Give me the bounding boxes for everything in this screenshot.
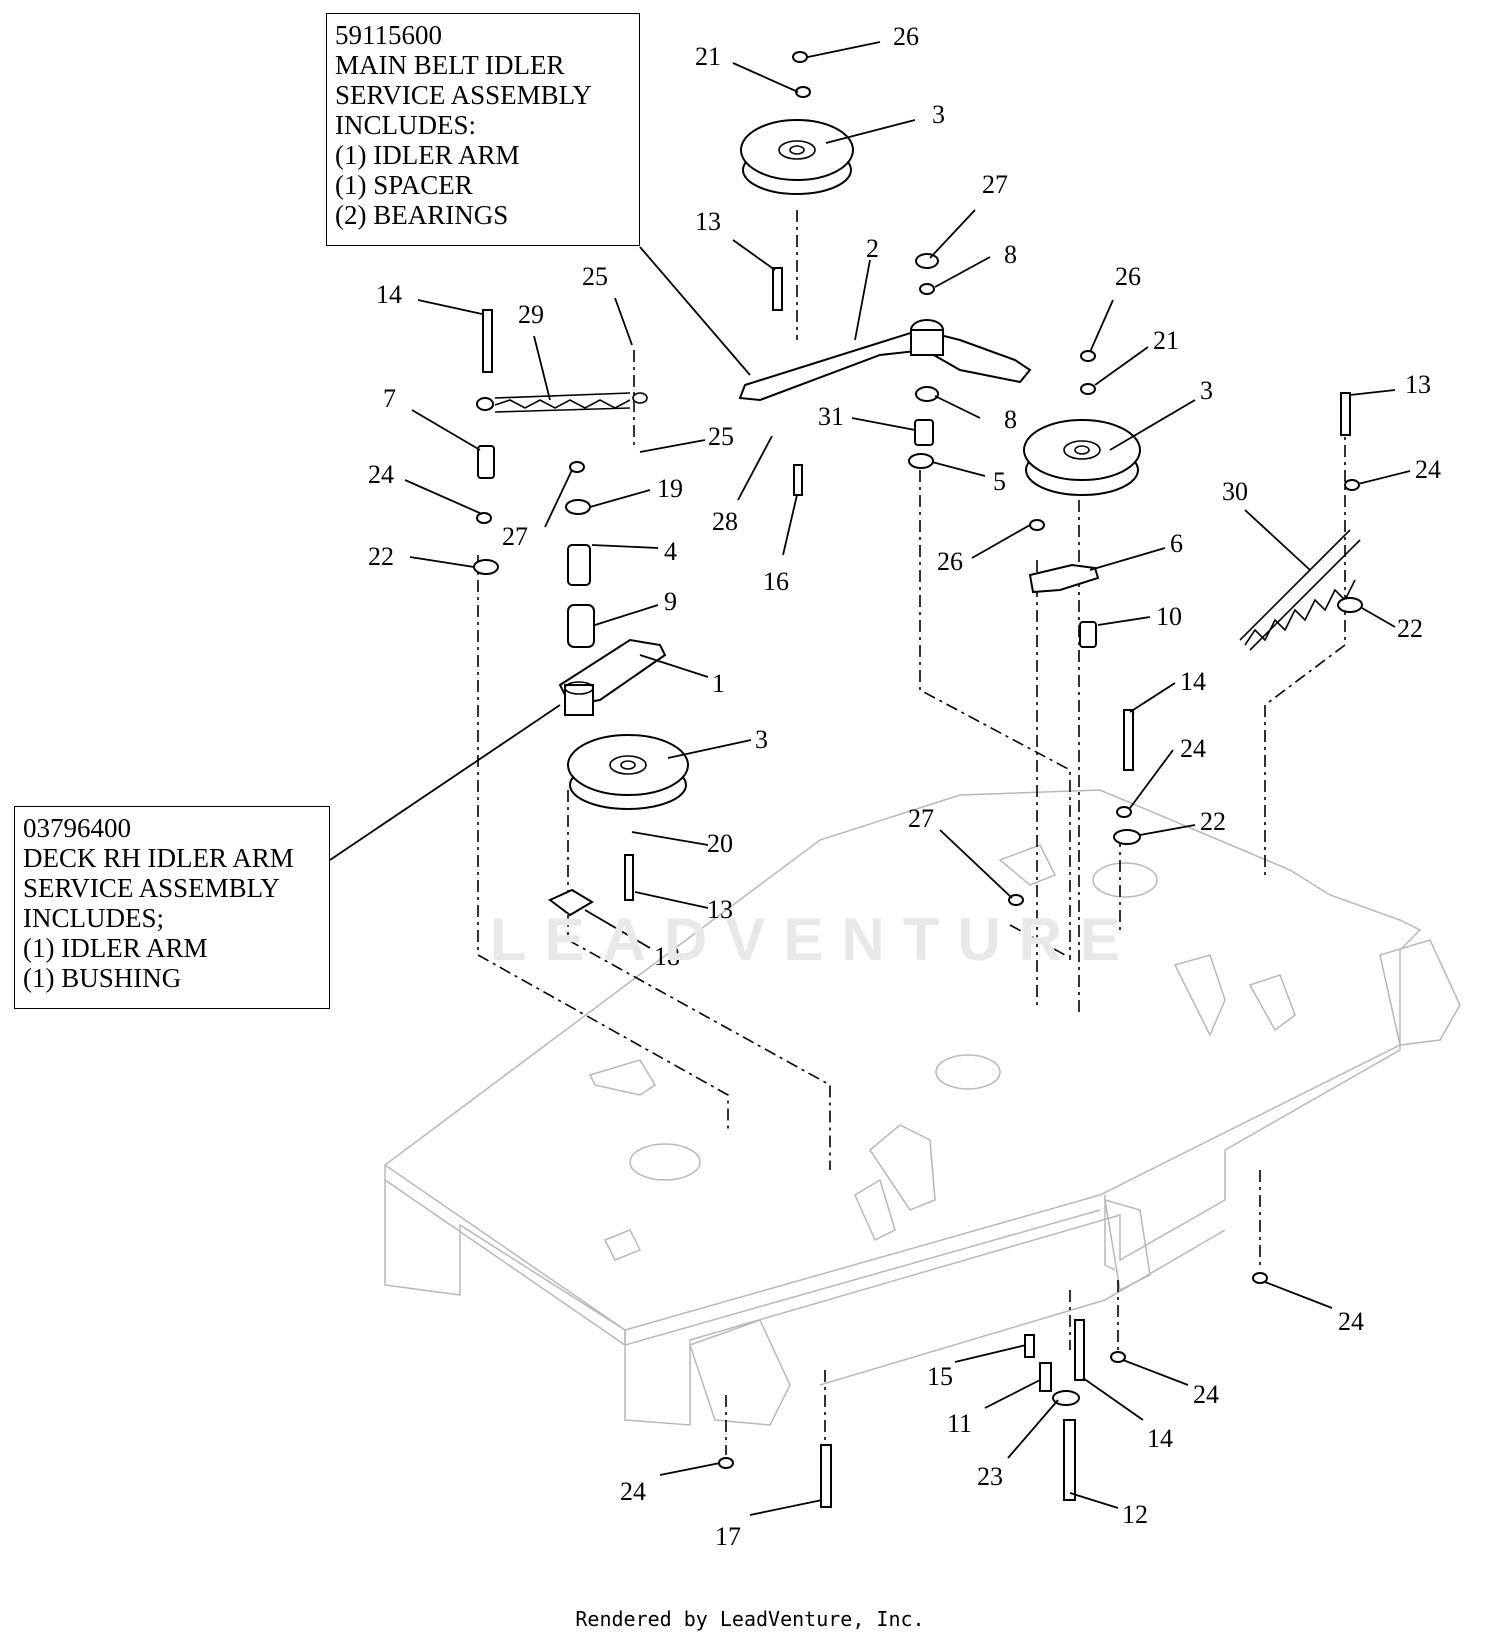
spring-29 bbox=[494, 392, 631, 413]
callout-3: 3 bbox=[932, 100, 945, 129]
callout-24: 24 bbox=[620, 1477, 646, 1506]
callout-22: 22 bbox=[1200, 807, 1226, 836]
callout-26: 26 bbox=[1115, 262, 1141, 291]
callout-31: 31 bbox=[818, 402, 844, 431]
box-line: MAIN BELT IDLER bbox=[335, 50, 565, 80]
box-line: (1) SPACER bbox=[335, 170, 473, 200]
pulley-left bbox=[567, 734, 689, 810]
mower-deck bbox=[384, 789, 1461, 1426]
callout-6: 6 bbox=[1170, 529, 1183, 558]
callout-1: 1 bbox=[712, 669, 725, 698]
callout-27: 27 bbox=[908, 804, 934, 833]
callout-25: 25 bbox=[708, 422, 734, 451]
pulley-top bbox=[740, 119, 854, 195]
box-line: SERVICE ASSEMBLY bbox=[335, 80, 592, 110]
callout-24: 24 bbox=[1193, 1380, 1219, 1409]
box-line: (1) IDLER ARM bbox=[23, 933, 208, 963]
bracket-6 bbox=[1028, 563, 1100, 594]
callout-17: 17 bbox=[715, 1522, 741, 1551]
box-line: DECK RH IDLER ARM bbox=[23, 843, 294, 873]
spring-30 bbox=[1239, 529, 1361, 651]
callout-14: 14 bbox=[376, 280, 402, 309]
callout-26: 26 bbox=[937, 547, 963, 576]
pin-14b bbox=[1123, 709, 1134, 771]
idler-arm-main bbox=[738, 328, 1032, 402]
spacer-4 bbox=[567, 544, 591, 586]
box-line: (2) BEARINGS bbox=[335, 200, 509, 230]
bushing bbox=[564, 684, 594, 716]
bracket-18 bbox=[548, 888, 594, 917]
callout-13: 13 bbox=[707, 895, 733, 924]
spacer-7 bbox=[477, 445, 495, 479]
callout-4: 4 bbox=[664, 537, 677, 566]
callout-14: 14 bbox=[1147, 1424, 1173, 1453]
pin-15 bbox=[1024, 1334, 1035, 1358]
callout-24: 24 bbox=[368, 460, 394, 489]
pin-13b bbox=[1340, 392, 1351, 436]
part-number: 59115600 bbox=[335, 20, 442, 50]
callout-27: 27 bbox=[982, 170, 1008, 199]
callout-3: 3 bbox=[1200, 376, 1213, 405]
callout-7: 7 bbox=[383, 384, 396, 413]
callouts: 26 21 3 27 13 2 8 26 21 14 29 25 7 25 28… bbox=[368, 22, 1441, 1551]
pulley-right bbox=[1023, 419, 1141, 496]
callout-15: 15 bbox=[927, 1362, 953, 1391]
callout-30: 30 bbox=[1222, 477, 1248, 506]
callout-20: 20 bbox=[707, 829, 733, 858]
callout-24: 24 bbox=[1338, 1307, 1364, 1336]
pin-14a bbox=[482, 309, 493, 373]
callout-29: 29 bbox=[518, 300, 544, 329]
callout-11: 11 bbox=[947, 1409, 972, 1438]
callout-16: 16 bbox=[763, 567, 789, 596]
spacer-9 bbox=[567, 604, 595, 648]
pin-14c bbox=[1074, 1319, 1085, 1381]
callout-3: 3 bbox=[755, 725, 768, 754]
main-belt-idler-info-box: 59115600 MAIN BELT IDLER SERVICE ASSEMBL… bbox=[326, 13, 640, 246]
callout-21: 21 bbox=[1153, 326, 1179, 355]
callout-5: 5 bbox=[993, 467, 1006, 496]
callout-24: 24 bbox=[1180, 734, 1206, 763]
box-line: (1) BUSHING bbox=[23, 963, 182, 993]
leader-lines bbox=[329, 41, 1411, 1516]
callout-10: 10 bbox=[1156, 602, 1182, 631]
deck-rh-idler-info-box: 03796400 DECK RH IDLER ARM SERVICE ASSEM… bbox=[14, 806, 330, 1009]
callout-22: 22 bbox=[1397, 614, 1423, 643]
pin-11 bbox=[1039, 1362, 1052, 1392]
parts bbox=[473, 51, 1363, 1508]
callout-8: 8 bbox=[1004, 240, 1017, 269]
callout-18: 18 bbox=[654, 942, 680, 971]
pin-17 bbox=[820, 1444, 832, 1508]
pin-16 bbox=[793, 464, 803, 496]
callout-13: 13 bbox=[695, 207, 721, 236]
spacer-31 bbox=[914, 419, 934, 446]
callout-2: 2 bbox=[866, 234, 879, 263]
spacer-10 bbox=[1079, 621, 1097, 648]
callout-24: 24 bbox=[1415, 455, 1441, 484]
pin-12 bbox=[1063, 1419, 1076, 1501]
callout-21: 21 bbox=[695, 42, 721, 71]
watermark: LEADVENTURE bbox=[490, 906, 1139, 973]
callout-22: 22 bbox=[368, 542, 394, 571]
callout-9: 9 bbox=[664, 587, 677, 616]
box-line: INCLUDES; bbox=[23, 903, 164, 933]
callout-26: 26 bbox=[893, 22, 919, 51]
alignment-lines bbox=[477, 210, 1346, 1455]
part-number: 03796400 bbox=[23, 813, 131, 843]
pin-13c bbox=[624, 854, 634, 901]
callout-25: 25 bbox=[582, 262, 608, 291]
callout-8: 8 bbox=[1004, 405, 1017, 434]
callout-13: 13 bbox=[1405, 370, 1431, 399]
callout-28: 28 bbox=[712, 507, 738, 536]
callout-12: 12 bbox=[1122, 1500, 1148, 1529]
box-line: (1) IDLER ARM bbox=[335, 140, 520, 170]
callout-23: 23 bbox=[977, 1462, 1003, 1491]
callout-14: 14 bbox=[1180, 667, 1206, 696]
box-line: INCLUDES: bbox=[335, 110, 476, 140]
footer-credit: Rendered by LeadVenture, Inc. bbox=[575, 1607, 925, 1631]
box-line: SERVICE ASSEMBLY bbox=[23, 873, 280, 903]
callout-27: 27 bbox=[502, 522, 528, 551]
pin-13a bbox=[772, 267, 783, 311]
callout-19: 19 bbox=[657, 474, 683, 503]
